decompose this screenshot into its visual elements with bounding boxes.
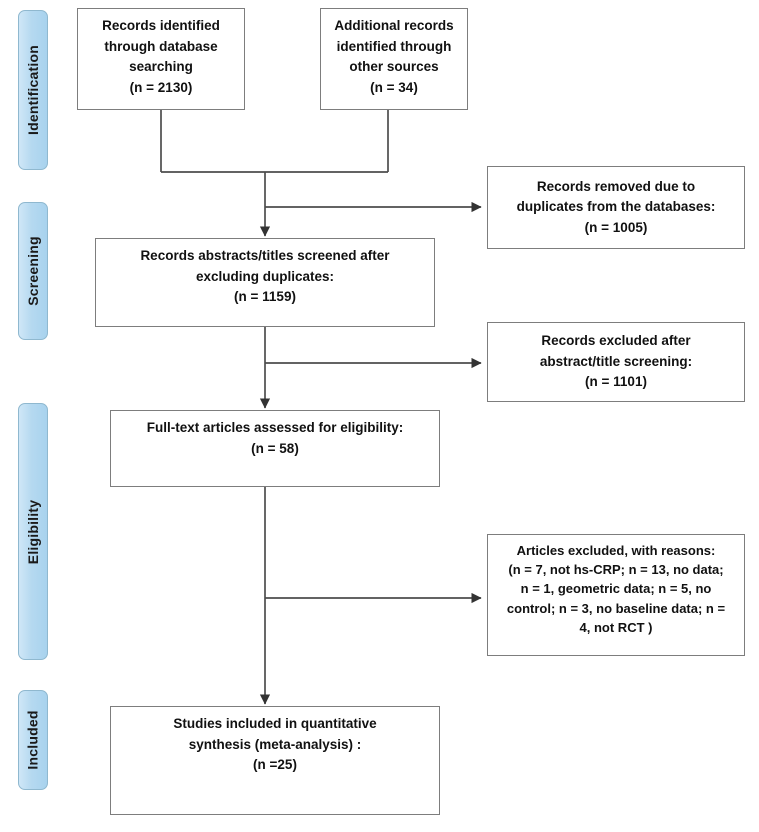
stage-label-screening: Screening xyxy=(25,236,41,306)
stage-tab-screening: Screening xyxy=(18,202,48,340)
stage-tab-identification: Identification xyxy=(18,10,48,170)
box-studies-included: Studies included in quantitative synthes… xyxy=(110,706,440,815)
box-records-excluded-screening: Records excluded after abstract/title sc… xyxy=(487,322,745,402)
box-duplicates-removed-text: Records removed due to duplicates from t… xyxy=(516,178,716,235)
stage-tab-included: Included xyxy=(18,690,48,790)
box-records-identified-database: Records identified through database sear… xyxy=(77,8,245,110)
box-additional-records-other-sources-text: Additional records identified through ot… xyxy=(334,18,454,95)
box-articles-excluded-reasons: Articles excluded, with reasons: (n = 7,… xyxy=(487,534,745,656)
connector-identification-merge xyxy=(160,110,389,173)
box-records-screened-text: Records abstracts/titles screened after … xyxy=(140,248,390,305)
box-fulltext-assessed: Full-text articles assessed for eligibil… xyxy=(110,410,440,487)
box-articles-excluded-reasons-text: Articles excluded, with reasons: (n = 7,… xyxy=(506,543,726,635)
box-records-identified-database-text: Records identified through database sear… xyxy=(102,18,220,95)
box-records-screened: Records abstracts/titles screened after … xyxy=(95,238,435,327)
stage-label-included: Included xyxy=(25,710,42,770)
box-records-excluded-screening-text: Records excluded after abstract/title sc… xyxy=(539,333,693,390)
stage-label-identification: Identification xyxy=(25,45,42,135)
box-fulltext-assessed-text: Full-text articles assessed for eligibil… xyxy=(146,420,404,456)
stage-tab-eligibility: Eligibility xyxy=(18,403,48,660)
stage-label-eligibility: Eligibility xyxy=(25,499,41,564)
box-additional-records-other-sources: Additional records identified through ot… xyxy=(320,8,468,110)
box-duplicates-removed: Records removed due to duplicates from t… xyxy=(487,166,745,249)
box-studies-included-text: Studies included in quantitative synthes… xyxy=(173,716,377,773)
